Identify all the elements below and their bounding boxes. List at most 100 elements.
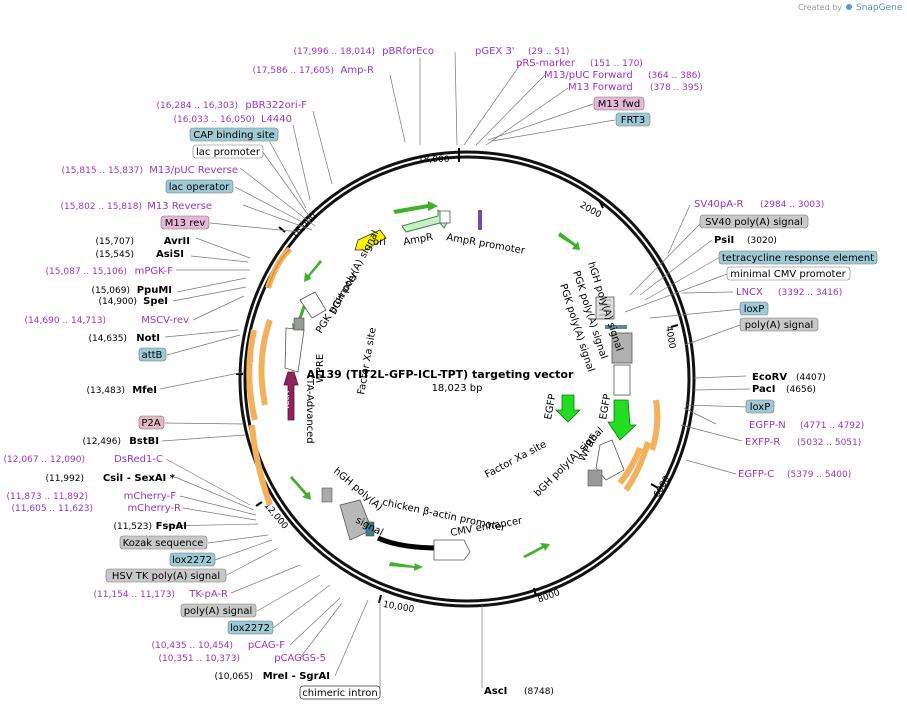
box-lox2272-1[interactable]: lox2272 <box>172 555 212 566</box>
feature-pcaggs-5[interactable]: pCAGGS-5 <box>274 653 326 664</box>
feature-pos: (16,033 .. 16,050) <box>174 115 255 125</box>
feature-pos: (15,087 .. 15,106) <box>46 267 127 277</box>
right-block-marker <box>605 325 627 329</box>
wpre-1-label: WPRE <box>315 354 326 383</box>
enzyme-ppumi[interactable]: PpuMI <box>137 285 172 296</box>
enzyme-psii[interactable]: PsiI <box>714 235 734 246</box>
feature-mpgk-f[interactable]: mPGK-F <box>135 266 174 277</box>
egfp-2-label: EGFP <box>598 393 613 420</box>
enzyme-pos: (11,523) <box>113 522 152 532</box>
leader-lines <box>159 51 751 688</box>
tetr-arrow <box>283 371 299 421</box>
feature-pbr322ori-f[interactable]: pBR322ori-F <box>245 100 307 111</box>
orange-arc-6 <box>623 441 651 492</box>
feature-mcherry-f[interactable]: mCherry-F <box>124 491 177 502</box>
right-labels: pGEX 3' (29 .. 51) pRS-marker (151 .. 17… <box>475 46 864 697</box>
feature-m13-forward[interactable]: M13 Forward <box>568 82 633 93</box>
feature-mscv-rev[interactable]: MSCV-rev <box>141 315 189 326</box>
feature-pos: (5032 .. 5051) <box>797 438 861 448</box>
feature-exfp-r[interactable]: EXFP-R <box>745 437 780 448</box>
feature-m13puc-forward[interactable]: M13/pUC Forward <box>544 70 633 81</box>
green-arrow-2 <box>558 232 580 250</box>
feature-pos: (12,067 .. 12,090) <box>4 455 85 465</box>
factor-xa-1-label: Factor Xa site <box>356 327 379 396</box>
feature-pos: (10,435 .. 10,454) <box>152 641 233 651</box>
box-minimal-cmv[interactable]: minimal CMV promoter <box>730 269 846 280</box>
feature-pbrforeco[interactable]: pBRforEco <box>382 46 434 57</box>
enzyme-pos: (8748) <box>524 687 554 697</box>
orange-arc-4 <box>249 424 273 506</box>
snapgene-icon <box>846 4 852 10</box>
box-attb[interactable]: attB <box>142 350 163 361</box>
feature-pgex-3[interactable]: pGEX 3' <box>475 46 515 57</box>
enzyme-asisi[interactable]: AsiSI <box>156 249 184 260</box>
box-m13-rev[interactable]: M13 rev <box>165 218 206 229</box>
credit-prefix: Created by <box>798 3 842 12</box>
box-lox2272-2[interactable]: lox2272 <box>230 623 270 634</box>
feature-pos: (15,815 .. 15,837) <box>62 166 143 176</box>
feature-dsred1-c[interactable]: DsRed1-C <box>114 454 163 465</box>
tick-16000: 16,000 <box>290 212 320 242</box>
box-p2a[interactable]: P2A <box>141 418 160 429</box>
box-loxp-2[interactable]: loxP <box>750 402 771 413</box>
box-frt3[interactable]: FRT3 <box>621 115 645 126</box>
enzyme-pos: (11,992) <box>45 474 84 484</box>
tta-label: tTA-Advanced <box>304 375 315 444</box>
enzyme-avrii[interactable]: AvrII <box>164 236 190 247</box>
feature-lncx[interactable]: LNCX <box>736 287 763 298</box>
enzyme-spei[interactable]: SpeI <box>143 296 168 307</box>
enzyme-bstbi[interactable]: BstBI <box>129 436 159 447</box>
box-loxp-1[interactable]: loxP <box>744 304 765 315</box>
box-sv40-polya[interactable]: SV40 poly(A) signal <box>705 217 803 228</box>
enzyme-ecorv[interactable]: EcoRV <box>752 372 787 383</box>
box-lac-operator[interactable]: lac operator <box>169 182 230 193</box>
feature-m13puc-reverse[interactable]: M13/pUC Reverse <box>149 165 238 176</box>
feature-tk-pa-r[interactable]: TK-pA-R <box>188 589 228 600</box>
box-cap-binding-site[interactable]: CAP binding site <box>193 130 275 141</box>
inner-features <box>246 201 661 571</box>
right-block-mid <box>611 332 633 364</box>
enzyme-mfei[interactable]: MfeI <box>132 385 157 396</box>
feature-m13-reverse[interactable]: M13 Reverse <box>147 201 212 212</box>
enzyme-pos: (4656) <box>786 385 816 395</box>
enzyme-pos: (15,545) <box>95 250 134 260</box>
feature-amp-r[interactable]: Amp-R <box>341 65 375 76</box>
left-labels: (17,996 .. 18,014) pBRforEco (17,586 .. … <box>4 46 434 682</box>
chicken-actin-arc <box>376 535 441 551</box>
box-lac-promoter[interactable]: lac promoter <box>196 147 261 158</box>
orange-arc-5 <box>649 399 661 451</box>
enzyme-pos: (15,069) <box>91 286 130 296</box>
left-boxes: CAP binding site lac promoter lac operat… <box>105 127 381 700</box>
box-m13-fwd[interactable]: M13 fwd <box>598 99 640 110</box>
box-tre[interactable]: tetracycline response element <box>722 253 874 264</box>
feature-l4440[interactable]: L4440 <box>261 114 292 125</box>
bgh-polya-1-label: bGH poly(A) signal <box>328 229 382 317</box>
enzyme-noti[interactable]: NotI <box>136 333 160 344</box>
feature-mcherry-r[interactable]: mCherry-R <box>127 503 181 514</box>
enzyme-asci[interactable]: AscI <box>484 686 507 697</box>
orange-arc-7 <box>617 446 643 485</box>
enzyme-fspai[interactable]: FspAI <box>156 521 187 532</box>
box-polya-signal-left[interactable]: poly(A) signal <box>184 606 253 617</box>
enzyme-csii-sexai[interactable]: CsiI - SexAI * <box>103 473 176 484</box>
feature-egfp-n[interactable]: EGFP-N <box>749 420 786 431</box>
green-arrow-3 <box>304 260 322 282</box>
enzyme-paci[interactable]: PacI <box>752 384 775 395</box>
tick-10000: 10,000 <box>382 600 415 615</box>
backbone-outer <box>238 150 696 608</box>
box-chimeric-intron[interactable]: chimeric intron <box>302 688 377 699</box>
box-polya-signal-right[interactable]: poly(A) signal <box>745 320 814 331</box>
feature-pcag-f[interactable]: pCAG-F <box>248 640 285 651</box>
feature-sv40pa-r[interactable]: SV40pA-R <box>694 199 743 210</box>
feature-egfp-c[interactable]: EGFP-C <box>738 469 774 480</box>
box-kozak-sequence[interactable]: Kozak sequence <box>123 538 204 549</box>
feature-pos: (5379 .. 5400) <box>787 470 851 480</box>
egfp-arrow-2 <box>607 399 638 441</box>
feature-prs-marker[interactable]: pRS-marker <box>516 58 576 69</box>
ori-arrow <box>354 229 387 251</box>
tick-8000: 8000 <box>536 588 561 605</box>
enzyme-mrei-sgrai[interactable]: MreI - SgrAI <box>263 671 330 682</box>
box-hsv-tk-polya[interactable]: HSV TK poly(A) signal <box>112 571 220 582</box>
orange-arc-1 <box>265 246 293 289</box>
